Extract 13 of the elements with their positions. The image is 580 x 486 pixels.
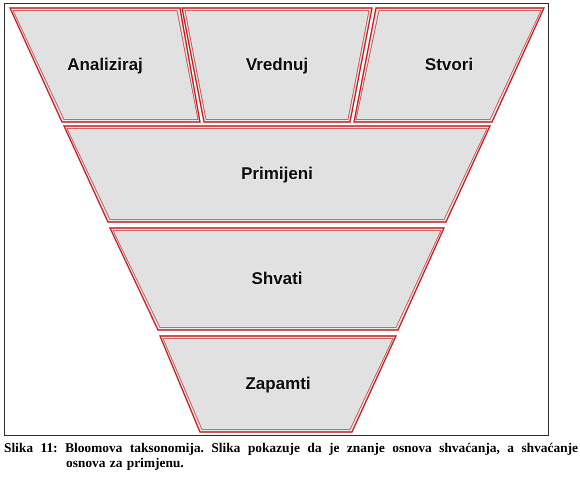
- trapezoid-level: [354, 8, 544, 122]
- level-label: Stvori: [424, 55, 474, 75]
- level-label: Analiziraj: [66, 55, 144, 75]
- level-label: Vrednuj: [244, 55, 310, 75]
- figure-caption: Slika 11: Bloomova taksonomija. Slika pokazuje da je znanje osnova shvaćanja, a shvaćanje osnova za primjenu.: [4, 440, 578, 470]
- trapezoid-level: [110, 228, 444, 330]
- trapezoid-level: [10, 8, 200, 122]
- trapezoid-level: [64, 126, 490, 222]
- level-label: Zapamti: [244, 374, 312, 394]
- level-label: Shvati: [250, 269, 304, 289]
- trapezoid-level: [182, 8, 372, 122]
- trapezoid-level: [160, 336, 396, 432]
- level-label: Primijeni: [240, 164, 314, 184]
